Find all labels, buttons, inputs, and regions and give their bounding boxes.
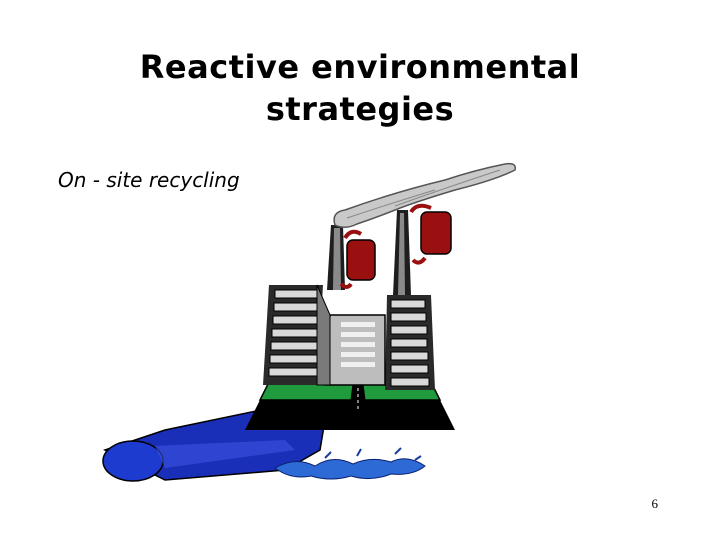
page-number: 6 [651,496,659,511]
factory-building-left [263,285,323,385]
water-splash [274,447,426,480]
subtitle: On - site recycling [58,168,240,192]
slide-title: Reactive environmental strategies [0,46,720,130]
slide-title-line-2: strategies [265,90,455,128]
factory-building-right [385,295,435,390]
slide-title-line-1: Reactive environmental [139,48,581,86]
factory-building-center [316,284,386,386]
factory-chimneys [327,210,411,295]
smoke-plume [333,162,517,228]
recycle-tank-left [339,229,376,289]
factory-recycling-icon [102,162,517,482]
recycle-tank-right [409,203,452,265]
